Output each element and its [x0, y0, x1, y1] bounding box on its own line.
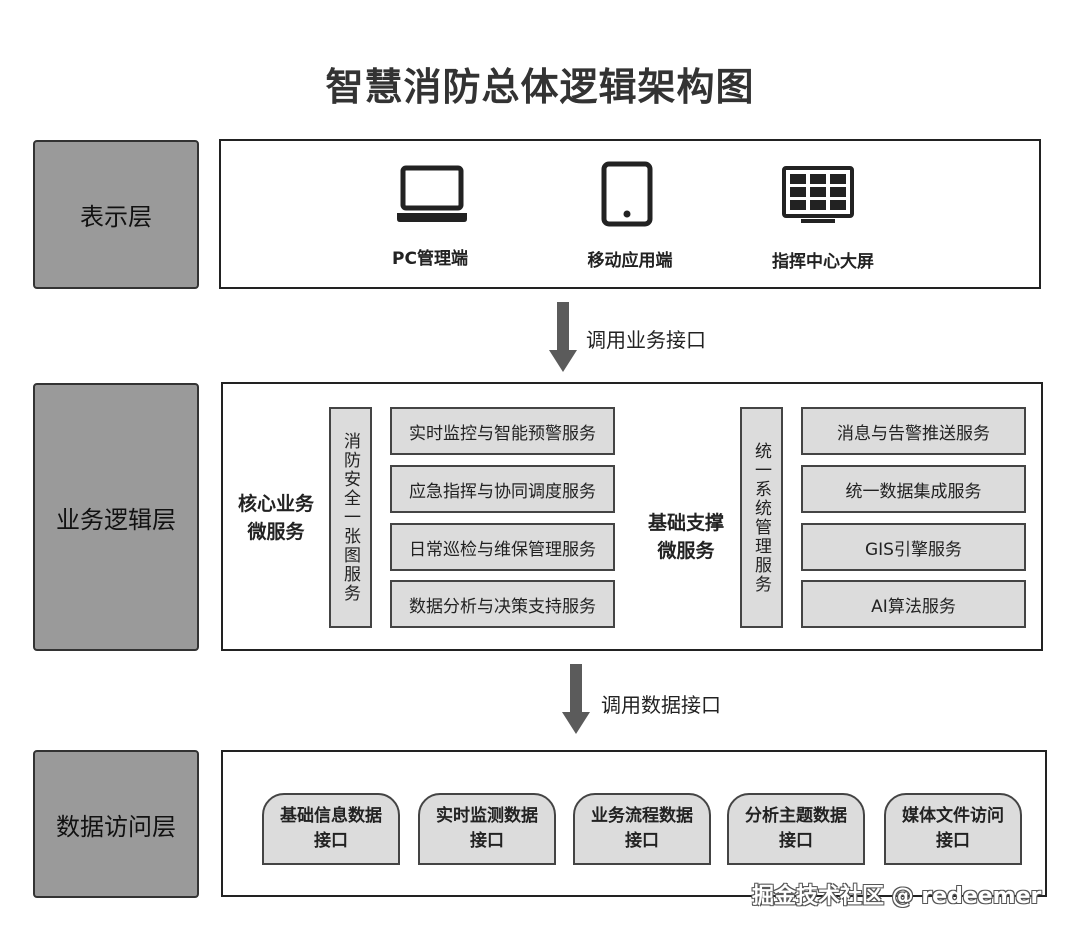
layer-label-text: 业务逻辑层	[56, 505, 176, 534]
diagram-title: 智慧消防总体逻辑架构图	[325, 65, 755, 109]
data-interface-1: 基础信息数据 接口	[262, 793, 400, 865]
core-vertical-service: 消防安全一张图服务	[329, 407, 372, 628]
arrow-lower-head	[562, 712, 590, 734]
layer-label-business: 业务逻辑层	[33, 383, 199, 651]
core-service-4: 数据分析与决策支持服务	[390, 580, 615, 628]
base-service-4: AI算法服务	[801, 580, 1026, 628]
data-interface-5: 媒体文件访问 接口	[884, 793, 1022, 865]
base-group-label: 基础支撑 微服务	[647, 512, 724, 562]
layer-label-text: 表示层	[80, 203, 152, 231]
layer-label-presentation: 表示层	[33, 140, 199, 289]
arrow-upper-shaft	[557, 302, 569, 352]
client-label-mobile: 移动应用端	[587, 251, 673, 271]
laptop-icon	[395, 165, 469, 225]
base-service-1: 消息与告警推送服务	[801, 407, 1026, 455]
base-vertical-service: 统一系统管理服务	[740, 407, 783, 628]
data-interface-4: 分析主题数据 接口	[727, 793, 865, 865]
core-service-2: 应急指挥与协同调度服务	[390, 465, 615, 513]
big-screen-icon	[781, 163, 855, 225]
arrow-upper-head	[549, 350, 577, 372]
layer-label-text: 数据访问层	[56, 812, 176, 841]
client-label-screen: 指挥中心大屏	[772, 252, 874, 272]
layer-label-data: 数据访问层	[33, 750, 199, 898]
base-service-3: GIS引擎服务	[801, 523, 1026, 571]
arrow-upper-label: 调用业务接口	[586, 328, 706, 352]
watermark: 掘金技术社区 @ redeemer	[752, 884, 1042, 909]
data-interface-2: 实时监测数据 接口	[418, 793, 556, 865]
core-service-1: 实时监控与智能预警服务	[390, 407, 615, 455]
arrow-lower-label: 调用数据接口	[601, 693, 721, 717]
data-interface-3: 业务流程数据 接口	[573, 793, 711, 865]
client-label-pc: PC管理端	[392, 249, 468, 269]
arrow-lower-shaft	[570, 664, 582, 714]
core-group-label: 核心业务 微服务	[237, 493, 314, 543]
base-service-2: 统一数据集成服务	[801, 465, 1026, 513]
tablet-icon	[601, 161, 653, 227]
core-service-3: 日常巡检与维保管理服务	[390, 523, 615, 571]
